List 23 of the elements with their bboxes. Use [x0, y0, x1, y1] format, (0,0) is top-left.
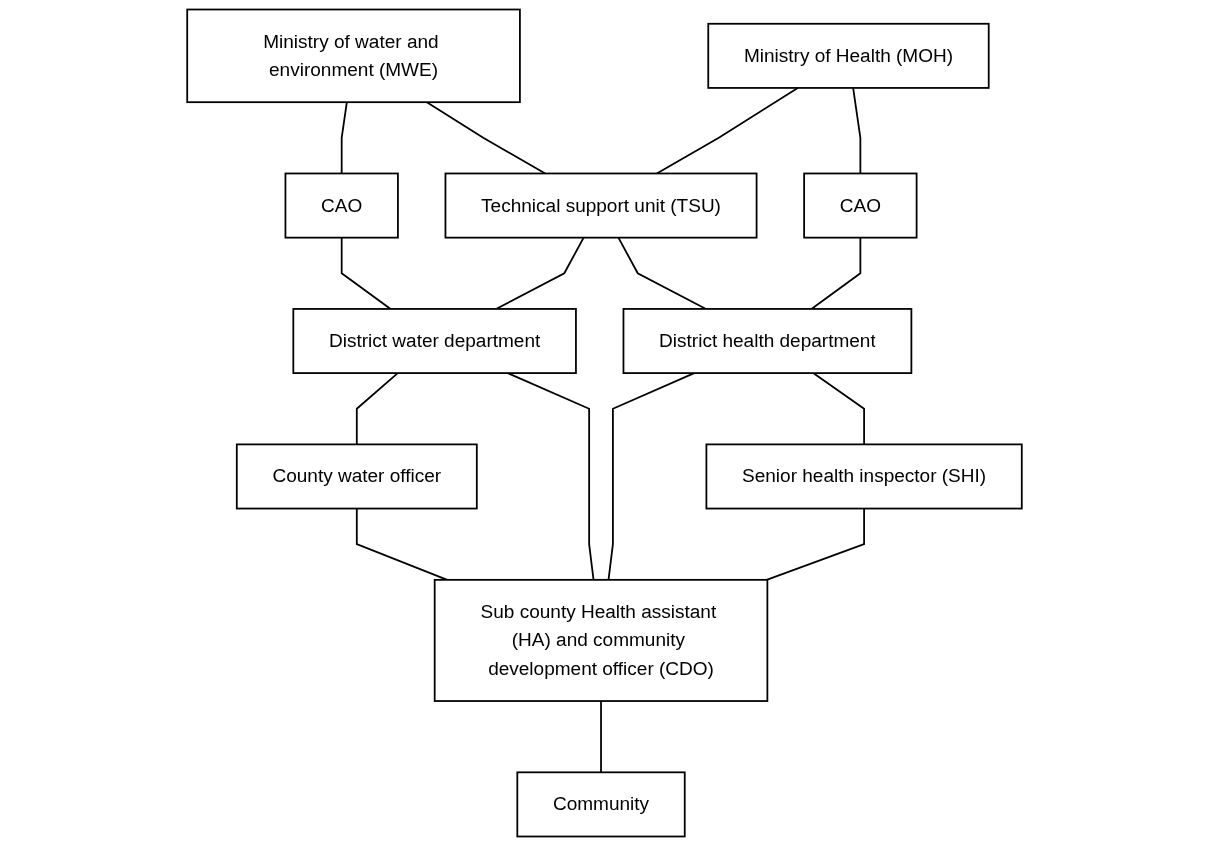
node-box: Senior health inspector (SHI) — [705, 443, 1023, 510]
node-box: Technical support unit (TSU) — [444, 172, 758, 239]
connector — [340, 236, 392, 310]
node-box: Ministry of water and environment (MWE) — [186, 8, 521, 104]
connector — [812, 372, 865, 446]
connector — [617, 236, 707, 310]
connector — [600, 700, 602, 774]
node-box: District health department — [622, 308, 913, 374]
node-box: Sub county Health assistant (HA) and community development officer (CDO) — [433, 578, 769, 702]
connector — [765, 507, 865, 581]
node-box: CAO — [284, 172, 399, 239]
connector — [852, 87, 862, 175]
node-box: County water officer — [235, 443, 478, 510]
node-box: Community — [516, 771, 686, 838]
node-box: District water department — [292, 308, 577, 374]
connector — [655, 87, 799, 175]
connector — [425, 101, 547, 175]
node-box: CAO — [803, 172, 918, 239]
connector — [495, 236, 585, 310]
connector — [810, 236, 862, 310]
connector — [355, 372, 399, 446]
connector — [340, 101, 348, 175]
node-box: Ministry of Health (MOH) — [707, 22, 990, 89]
